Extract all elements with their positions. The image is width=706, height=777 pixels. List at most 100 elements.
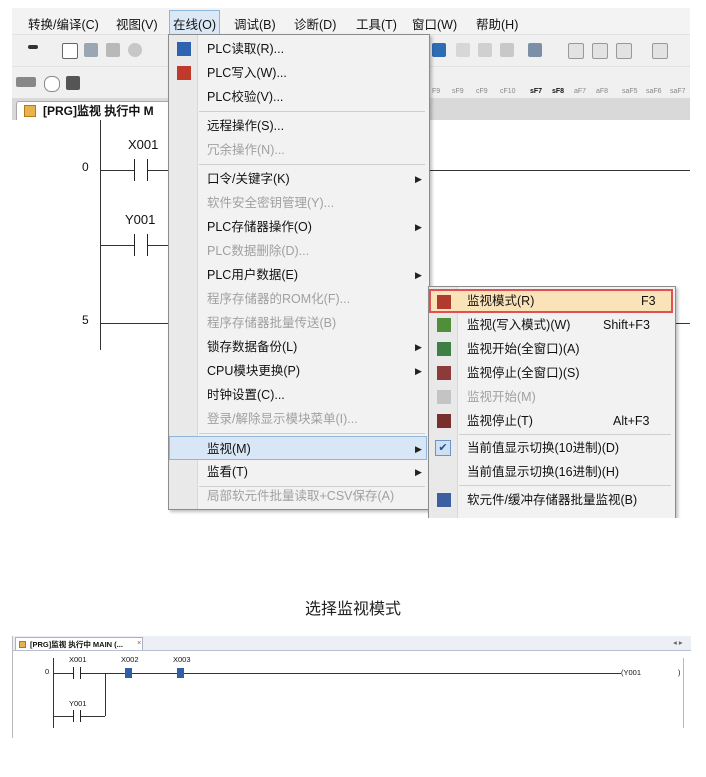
submenu-arrow-icon: ▶ bbox=[415, 174, 422, 184]
menu-separator bbox=[199, 486, 425, 487]
copy-icon[interactable] bbox=[84, 43, 98, 57]
menu-item-password[interactable]: 口令/关键字(K) ▶ bbox=[169, 167, 429, 191]
ladder-wire bbox=[670, 323, 690, 324]
ladder-wire bbox=[148, 170, 172, 171]
ladder-wire bbox=[184, 673, 621, 674]
tool-icon-c[interactable] bbox=[500, 43, 514, 57]
submenu-item-monitor-start: 监视开始(M) bbox=[429, 385, 675, 409]
submenu-item-display-hex[interactable]: 当前值显示切换(16进制)(H) bbox=[467, 465, 620, 479]
fkey-label: saF7 bbox=[670, 88, 686, 95]
fkey-label: aF8 bbox=[596, 88, 609, 95]
monitor-stop-icon bbox=[437, 414, 451, 428]
menu-help[interactable]: 帮助(H) bbox=[476, 18, 519, 32]
device-label: Y001 bbox=[125, 212, 156, 227]
submenu-arrow-icon: ▶ bbox=[415, 444, 422, 454]
online-menu: PLC读取(R)... PLC写入(W)... PLC校验(V)... 远程操作… bbox=[168, 34, 430, 510]
contact-y001[interactable] bbox=[73, 710, 81, 722]
paste-icon[interactable] bbox=[106, 43, 120, 57]
fkey-label: cF9 bbox=[476, 88, 488, 95]
submenu-item-monitor-stop-all[interactable]: 监视停止(全窗口)(S) bbox=[429, 361, 675, 385]
tab-scroll-icon[interactable]: ◂ ▸ bbox=[673, 638, 683, 647]
menu-tools[interactable]: 工具(T) bbox=[356, 18, 397, 32]
monitor-icon[interactable] bbox=[528, 43, 542, 57]
device-label: X002 bbox=[121, 655, 139, 664]
menu-online[interactable]: 在线(O) bbox=[169, 10, 221, 37]
menu-convert[interactable]: 转换/编译(C) bbox=[28, 18, 99, 32]
close-icon[interactable]: × bbox=[137, 638, 142, 647]
submenu-arrow-icon: ▶ bbox=[415, 270, 422, 280]
menu-item-plc-write[interactable]: PLC写入(W)... bbox=[169, 61, 429, 85]
binoculars-icon[interactable] bbox=[66, 76, 80, 90]
contact-x001[interactable] bbox=[73, 667, 81, 679]
menu-item-cpu-replace[interactable]: CPU模块更换(P) ▶ bbox=[169, 359, 429, 383]
caption: 选择监视模式 bbox=[304, 601, 401, 618]
dropdown-icon[interactable] bbox=[28, 45, 38, 49]
write-plc-icon[interactable] bbox=[432, 43, 446, 57]
step-number: 0 bbox=[45, 667, 50, 676]
menu-item-remote-operation[interactable]: 远程操作(S)... bbox=[207, 119, 285, 133]
program-icon bbox=[19, 641, 26, 648]
monitor-start-icon bbox=[437, 390, 451, 404]
ladder-coil-icon[interactable] bbox=[592, 43, 608, 59]
step-number: 0 bbox=[82, 160, 89, 174]
device-label: X003 bbox=[173, 655, 191, 664]
device-label: X001 bbox=[69, 655, 87, 664]
menu-item-memory-operation[interactable]: PLC存储器操作(O) ▶ bbox=[169, 215, 429, 239]
submenu-item-display-decimal[interactable]: ✔ 当前值显示切换(10进制)(D) bbox=[429, 436, 675, 460]
tool-icon-a[interactable] bbox=[456, 43, 470, 57]
monitor-mode-icon bbox=[437, 295, 451, 309]
menu-item-monitor[interactable]: 监视(M) ▶ bbox=[169, 436, 427, 460]
submenu-item-monitor-mode[interactable]: 监视模式(R) F3 bbox=[429, 289, 673, 313]
menu-item-clock-setting[interactable]: 时钟设置(C)... bbox=[207, 388, 285, 402]
submenu-item-monitor-stop[interactable]: 监视停止(T) Alt+F3 bbox=[429, 409, 675, 433]
menu-item-user-data[interactable]: PLC用户数据(E) ▶ bbox=[169, 263, 429, 287]
monitor-submenu: 监视模式(R) F3 监视(写入模式)(W) Shift+F3 监视开始(全窗口… bbox=[428, 286, 676, 518]
undo-icon[interactable] bbox=[128, 43, 142, 57]
checkmark-icon: ✔ bbox=[435, 440, 451, 456]
ladder-wire bbox=[100, 245, 134, 246]
ladder-contact-icon[interactable] bbox=[568, 43, 584, 59]
ladder-wire bbox=[81, 673, 125, 674]
menu-separator bbox=[199, 433, 425, 434]
contact-x002-on[interactable] bbox=[125, 668, 132, 678]
menu-window[interactable]: 窗口(W) bbox=[412, 18, 458, 32]
menu-separator bbox=[459, 434, 671, 435]
cut-icon[interactable] bbox=[62, 43, 78, 59]
menu-item-watch[interactable]: 监看(T) ▶ bbox=[169, 460, 429, 484]
tool-icon-b[interactable] bbox=[478, 43, 492, 57]
menu-separator bbox=[199, 164, 425, 165]
editor-tab[interactable]: [PRG]监视 执行中 M bbox=[16, 101, 176, 120]
ladder-func-icon[interactable] bbox=[652, 43, 668, 59]
find-dropdown-icon[interactable] bbox=[16, 77, 36, 87]
contact-y001[interactable] bbox=[134, 234, 148, 256]
ladder-line-icon[interactable] bbox=[616, 43, 632, 59]
fkey-label: aF7 bbox=[574, 88, 587, 95]
coil-end: ) bbox=[678, 668, 681, 677]
coil-y001[interactable]: (Y001 bbox=[621, 668, 642, 677]
program-icon bbox=[24, 105, 36, 117]
submenu-item-batch-monitor[interactable]: 软元件/缓冲存储器批量监视(B) bbox=[429, 488, 675, 512]
menu-debug[interactable]: 调试(B) bbox=[234, 18, 276, 32]
submenu-item-monitor-write-mode[interactable]: 监视(写入模式)(W) Shift+F3 bbox=[429, 313, 675, 337]
monitor-stop-all-icon bbox=[437, 366, 451, 380]
menu-item-latch-backup[interactable]: 锁存数据备份(L) ▶ bbox=[169, 335, 429, 359]
monitor-start-all-icon bbox=[437, 342, 451, 356]
contact-x001[interactable] bbox=[134, 159, 148, 181]
menu-item-plc-verify[interactable]: PLC校验(V)... bbox=[207, 90, 284, 104]
submenu-item-monitor-start-all[interactable]: 监视开始(全窗口)(A) bbox=[429, 337, 675, 361]
fkey-label: sF8 bbox=[552, 88, 565, 95]
device-label: X001 bbox=[128, 137, 159, 152]
contact-x003-on[interactable] bbox=[177, 668, 184, 678]
fkey-label: F9 bbox=[432, 88, 441, 95]
menu-view[interactable]: 视图(V) bbox=[116, 18, 158, 32]
ladder-wire bbox=[100, 170, 134, 171]
ladder-wire bbox=[53, 673, 73, 674]
help-icon[interactable] bbox=[44, 76, 60, 92]
monitor-tab[interactable]: [PRG]监视 执行中 MAIN (... bbox=[15, 637, 143, 650]
batch-monitor-icon bbox=[437, 493, 451, 507]
ladder-wire bbox=[148, 245, 172, 246]
menu-diagnostics[interactable]: 诊断(D) bbox=[294, 18, 337, 32]
menu-item-plc-read[interactable]: PLC读取(R)... bbox=[169, 37, 429, 61]
menu-bar: 转换/编译(C) 视图(V) 在线(O) 调试(B) 诊断(D) 工具(T) 窗… bbox=[12, 8, 690, 37]
menu-item-display-module: 登录/解除显示模块菜单(I)... bbox=[207, 412, 358, 426]
